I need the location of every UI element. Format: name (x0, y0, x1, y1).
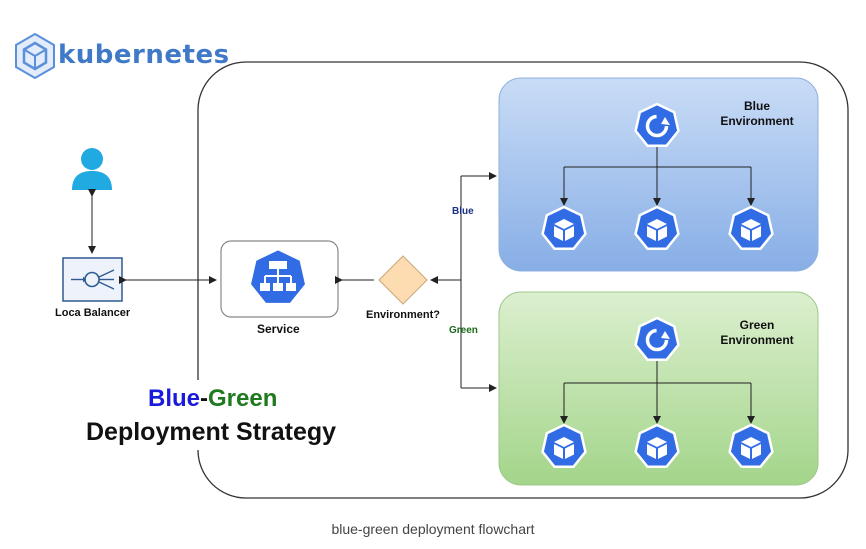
kubernetes-logo-icon (15, 32, 55, 80)
k8s-service-icon (248, 247, 308, 306)
blue-tree-lines (560, 147, 755, 206)
decision-label: Environment? (366, 309, 440, 321)
green-env-label-line1: Green (739, 318, 775, 332)
green-pod-icon-2 (636, 425, 679, 467)
load-balancer-icon (62, 257, 123, 302)
blue-environment-label: Blue Environment (714, 99, 800, 129)
strategy-title-line2: Deployment Strategy (86, 418, 337, 446)
blue-pod-icon-2 (636, 207, 679, 249)
title-blue-part: Blue (148, 385, 201, 412)
green-pod-icon-3 (730, 425, 773, 467)
green-deployment-icon (636, 318, 679, 360)
blue-pod-icon-3 (730, 207, 773, 249)
edge-label-green: Green (449, 325, 478, 336)
green-env-label-line2: Environment (720, 333, 794, 347)
title-dash: - (200, 385, 209, 412)
blue-env-label-line1: Blue (743, 99, 770, 113)
figure-caption: blue-green deployment flowchart (331, 521, 535, 537)
green-tree-lines (560, 361, 755, 424)
green-pod-icon-1 (543, 425, 586, 467)
strategy-title-line1: Blue-Green (148, 385, 277, 413)
green-environment-label: Green Environment (714, 318, 800, 348)
blue-env-label-line2: Environment (720, 114, 794, 128)
decision-diamond (378, 255, 428, 305)
title-green-part: Green (208, 385, 278, 412)
blue-pod-icon-1 (543, 207, 586, 249)
blue-deployment-icon (636, 104, 679, 146)
service-label: Service (257, 322, 300, 336)
user-icon (72, 148, 112, 190)
brand-name: kubernetes (58, 40, 230, 70)
edge-label-blue: Blue (452, 206, 474, 217)
load-balancer-label: Loca Balancer (55, 307, 131, 319)
